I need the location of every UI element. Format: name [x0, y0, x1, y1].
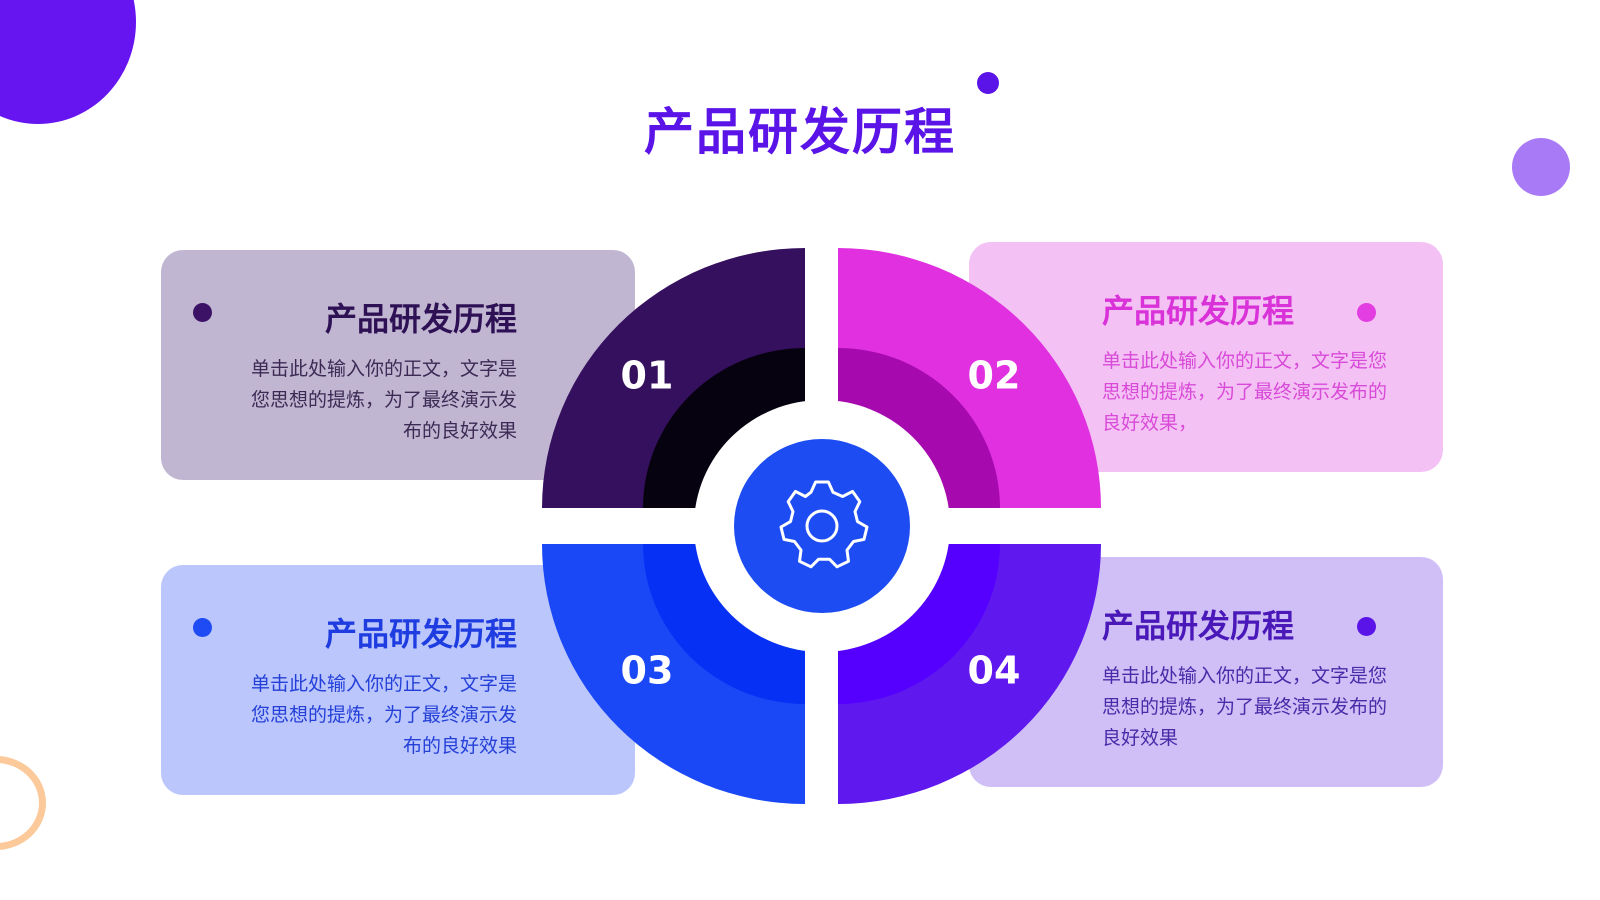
card-title: 产品研发历程	[1102, 292, 1295, 330]
page-title: 产品研发历程	[644, 103, 956, 161]
step-card-01: 产品研发历程 单击此处输入你的正文，文字是 您思想的提炼，为了最终演示发 布的良…	[161, 250, 635, 480]
card-title: 产品研发历程	[324, 615, 517, 653]
step-number-01: 01	[621, 354, 674, 398]
card-body-line: 单击此处输入你的正文，文字是您	[1102, 350, 1388, 372]
card-body-line: 良好效果，	[1102, 412, 1198, 434]
card-dot	[1357, 617, 1376, 636]
decor-dot-top	[977, 72, 999, 94]
step-number-02: 02	[968, 354, 1021, 398]
center-hub	[734, 439, 910, 613]
card-body-line: 布的良好效果	[402, 735, 517, 757]
card-body-line: 单击此处输入你的正文，文字是	[250, 673, 517, 695]
card-body: 单击此处输入你的正文，文字是 您思想的提炼，为了最终演示发 布的良好效果	[215, 669, 517, 762]
card-body-line: 单击此处输入你的正文，文字是	[250, 358, 517, 380]
card-dot	[193, 303, 212, 322]
card-title: 产品研发历程	[1102, 607, 1295, 645]
decor-circle-right	[1512, 138, 1570, 196]
step-card-04: 产品研发历程 单击此处输入你的正文，文字是您 思想的提炼，为了最终演示发布的 良…	[969, 557, 1443, 787]
card-body-line: 您思想的提炼，为了最终演示发	[250, 704, 517, 726]
card-dot	[1357, 303, 1376, 322]
card-body: 单击此处输入你的正文，文字是您 思想的提炼，为了最终演示发布的 良好效果，	[1102, 346, 1404, 439]
card-body-line: 良好效果	[1102, 727, 1179, 749]
card-body: 单击此处输入你的正文，文字是您 思想的提炼，为了最终演示发布的 良好效果	[1102, 661, 1404, 754]
card-dot	[193, 618, 212, 637]
card-body-line: 思想的提炼，为了最终演示发布的	[1102, 381, 1388, 403]
step-number-03: 03	[621, 649, 674, 693]
card-body: 单击此处输入你的正文，文字是 您思想的提炼，为了最终演示发 布的良好效果	[215, 354, 517, 447]
card-body-line: 思想的提炼，为了最终演示发布的	[1102, 696, 1388, 718]
card-body-line: 单击此处输入你的正文，文字是您	[1102, 665, 1388, 687]
gear-icon	[779, 480, 869, 569]
card-body-line: 您思想的提炼，为了最终演示发	[250, 389, 517, 411]
card-body-line: 布的良好效果	[402, 420, 517, 442]
step-number-04: 04	[968, 649, 1021, 693]
card-title: 产品研发历程	[324, 300, 517, 338]
